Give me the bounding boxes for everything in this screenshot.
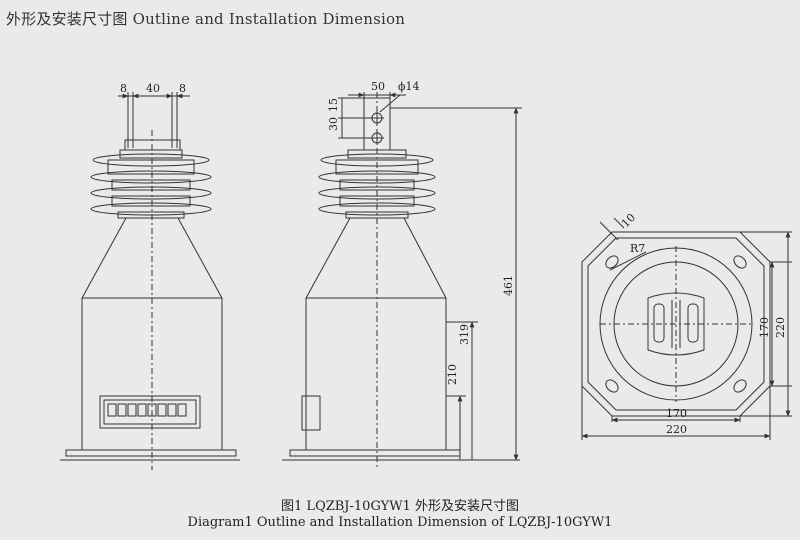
front-view bbox=[60, 92, 240, 470]
plan-dim-220-v: 220 bbox=[774, 317, 787, 338]
side-dim-15: 15 bbox=[327, 98, 340, 112]
side-view bbox=[282, 92, 522, 470]
plan-dim-r7: R7 bbox=[630, 242, 645, 255]
plan-dim-220-h: 220 bbox=[666, 423, 687, 436]
front-dim-8-right: 8 bbox=[179, 82, 186, 95]
side-terminal-box bbox=[301, 395, 321, 431]
side-dim-210: 210 bbox=[446, 364, 459, 385]
plan-terminal-plate bbox=[647, 292, 705, 356]
front-terminal-block bbox=[99, 395, 201, 429]
page-title: 外形及安装尺寸图 Outline and Installation Dimens… bbox=[6, 10, 406, 28]
side-dim-50: 50 bbox=[371, 80, 385, 93]
front-base bbox=[65, 449, 237, 457]
front-terminals bbox=[124, 92, 181, 151]
plan-dim-170-h: 170 bbox=[666, 407, 687, 420]
side-dim-319: 319 bbox=[458, 324, 471, 345]
side-dim-phi14: ϕ14 bbox=[398, 80, 420, 93]
front-dim-8-left: 8 bbox=[120, 82, 127, 95]
figure-caption-cn: 图1 LQZBJ-10GYW1 外形及安装尺寸图 bbox=[281, 499, 519, 514]
side-dim-461: 461 bbox=[502, 275, 515, 296]
plan-dim-10: 10 bbox=[619, 211, 638, 230]
figure-caption-en: Diagram1 Outline and Installation Dimens… bbox=[187, 515, 613, 530]
plan-view bbox=[581, 217, 792, 440]
plan-dim-170-v: 170 bbox=[758, 317, 771, 338]
side-base bbox=[289, 449, 461, 457]
front-dim-40: 40 bbox=[146, 82, 160, 95]
side-body bbox=[305, 217, 447, 451]
plan-mount-slots bbox=[605, 255, 747, 393]
front-sheds bbox=[90, 149, 212, 219]
side-dim-30: 30 bbox=[327, 117, 340, 131]
